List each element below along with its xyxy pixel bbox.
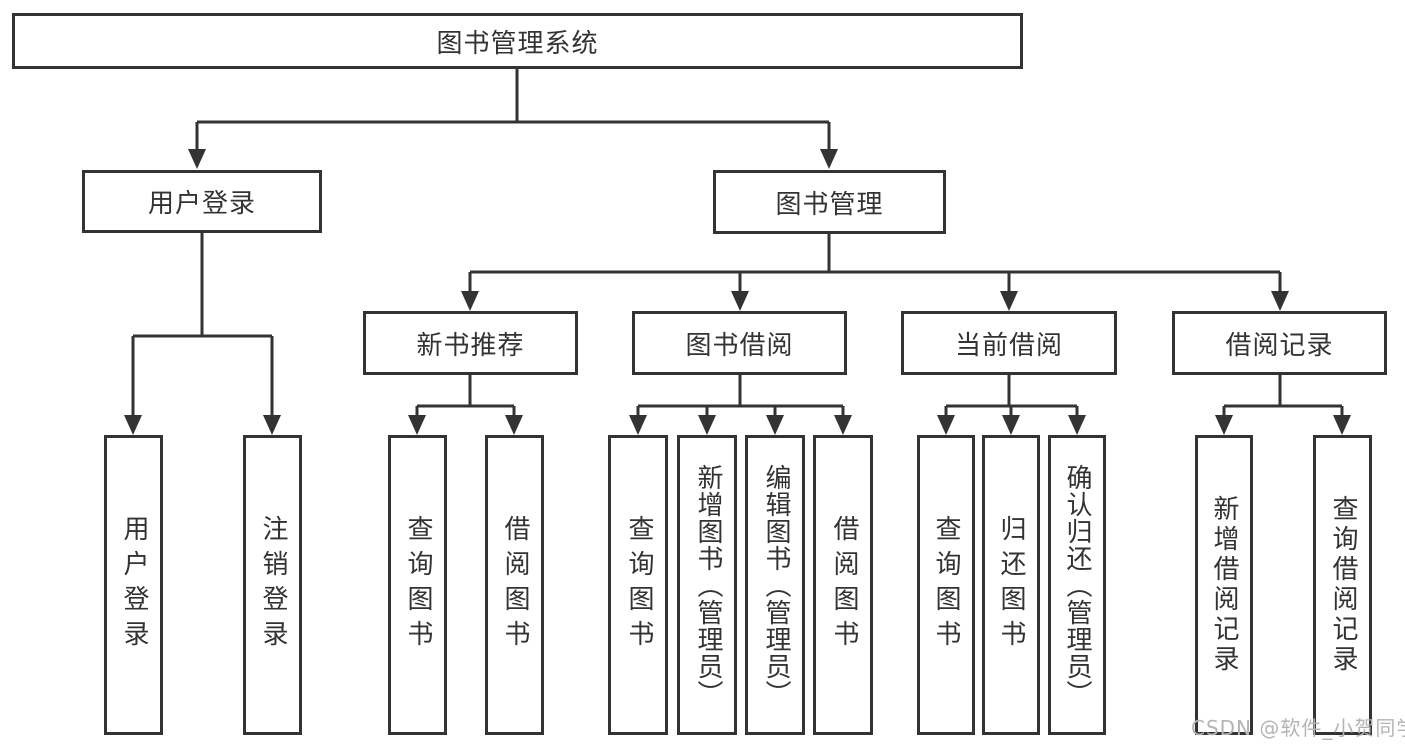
arrow-down-icon [124, 415, 142, 435]
arrow-down-icon [408, 415, 426, 435]
csdn-watermark: CSDN @软件_小贺同学 [1191, 716, 1405, 740]
leaf-logout-login: 注销登录 [243, 435, 302, 735]
arrow-down-icon [834, 415, 852, 435]
arrow-down-icon [820, 149, 838, 169]
arrow-down-icon [629, 415, 647, 435]
leaf-query-books-recommend: 查询图书 [388, 435, 447, 735]
leaf-query-books-current: 查询图书 [917, 435, 975, 735]
connector-user-login-to-leaves [124, 233, 281, 435]
arrow-down-icon [505, 415, 523, 435]
arrow-down-icon [1271, 291, 1289, 311]
leaf-query-borrow-record: 查询借阅记录 [1313, 435, 1372, 735]
leaf-add-books-admin: 新增图书（管理员） [677, 435, 737, 735]
node-new-book-recommendation: 新书推荐 [363, 311, 578, 375]
node-library-management-system: 图书管理系统 [12, 13, 1023, 69]
node-book-borrowing: 图书借阅 [632, 311, 847, 375]
leaf-return-books: 归还图书 [982, 435, 1040, 735]
node-user-login: 用户登录 [82, 170, 322, 233]
connector-new-book-recommendation-to-leaves [408, 375, 523, 435]
arrow-down-icon [937, 415, 955, 435]
arrow-down-icon [1333, 415, 1351, 435]
arrow-down-icon [698, 415, 716, 435]
connector-book-borrowing-to-leaves [629, 375, 852, 435]
leaf-user-login: 用户登录 [104, 435, 163, 735]
arrow-down-icon [1000, 291, 1018, 311]
arrow-down-icon [731, 291, 749, 311]
leaf-add-borrow-record: 新增借阅记录 [1195, 435, 1253, 735]
leaf-query-books-borrowing: 查询图书 [608, 435, 668, 735]
arrow-down-icon [766, 415, 784, 435]
node-borrowing-records: 借阅记录 [1172, 311, 1387, 375]
leaf-edit-books-admin: 编辑图书（管理员） [745, 435, 805, 735]
leaf-confirm-return-admin: 确认归还（管理员） [1048, 435, 1106, 735]
arrow-down-icon [263, 415, 281, 435]
arrow-down-icon [461, 291, 479, 311]
node-current-borrowing: 当前借阅 [901, 311, 1117, 375]
connector-borrowing-records-to-leaves [1215, 375, 1351, 435]
node-book-management: 图书管理 [713, 170, 946, 234]
leaf-borrow-books-recommend: 借阅图书 [485, 435, 544, 735]
arrow-down-icon [188, 149, 206, 169]
connector-current-borrowing-to-leaves [937, 375, 1086, 435]
arrow-down-icon [1068, 415, 1086, 435]
arrow-down-icon [1215, 415, 1233, 435]
arrow-down-icon [1002, 415, 1020, 435]
connector-book-management-to-level3 [461, 234, 1289, 311]
connector-root-to-level2 [188, 69, 838, 169]
leaf-borrow-books-borrowing: 借阅图书 [813, 435, 873, 735]
